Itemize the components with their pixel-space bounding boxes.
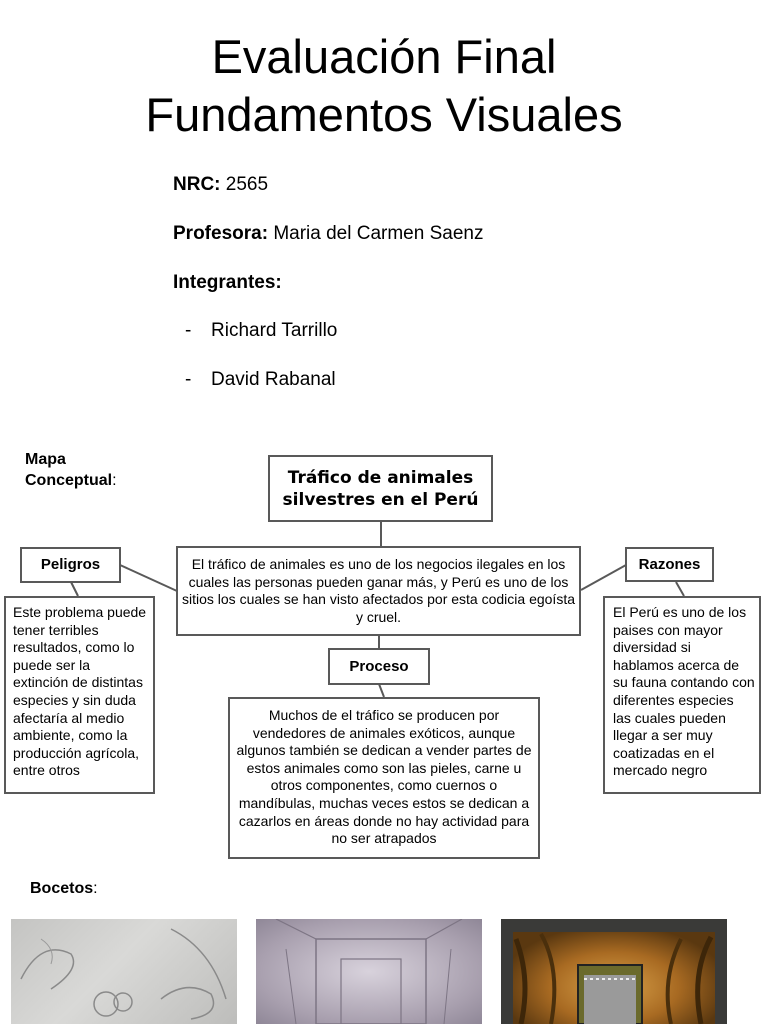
- peligros-heading: Peligros: [40, 556, 101, 574]
- central-description-text: El tráfico de animales es uno de los neg…: [182, 556, 575, 625]
- integrantes-label: Integrantes:: [173, 272, 282, 293]
- sketch-drawing: [20, 928, 227, 1020]
- nrc-label: NRC:: [173, 174, 221, 195]
- member-name: Richard Tarrillo: [211, 320, 338, 341]
- peligros-text-box: Este problema puede tener terribles resu…: [4, 596, 155, 794]
- nrc-value: 2565: [225, 174, 269, 195]
- member-dash: -: [185, 320, 192, 341]
- razones-text: El Perú es uno de los paises con mayor d…: [613, 604, 755, 779]
- sketch-drawing: [275, 919, 463, 1024]
- title-line-2: Fundamentos Visuales: [145, 88, 623, 141]
- proceso-heading: Proceso: [349, 657, 409, 675]
- razones-text-box: El Perú es uno de los paises con mayor d…: [603, 596, 761, 794]
- proceso-text: Muchos de el tráfico se producen por ven…: [236, 707, 532, 847]
- sketch-image-1: [11, 919, 237, 1024]
- peligros-text: Este problema puede tener terribles resu…: [13, 604, 147, 779]
- profesora-label: Profesora:: [173, 223, 269, 244]
- main-topic-line-2: silvestres en el Perú: [282, 489, 479, 510]
- mapa-conceptual-label: Mapa Conceptual:: [25, 451, 117, 489]
- connector-line: [378, 683, 385, 698]
- razones-heading-box: Razones: [625, 547, 714, 582]
- proceso-text-box: Muchos de el tráfico se producen por ven…: [228, 697, 540, 859]
- member-item: -Richard Tarrillo: [185, 320, 337, 342]
- main-topic-box: Tráfico de animales silvestres en el Per…: [268, 455, 493, 522]
- central-description-box: El tráfico de animales es uno de los neg…: [176, 546, 581, 636]
- main-topic-line-1: Tráfico de animales: [287, 467, 474, 488]
- connector-line: [675, 581, 685, 597]
- connector-line: [580, 564, 627, 591]
- connector-line: [119, 564, 178, 592]
- member-name: David Rabanal: [211, 369, 336, 390]
- bocetos-label: Bocetos:: [30, 880, 98, 897]
- sketch-image-3: [501, 919, 727, 1024]
- member-dash: -: [185, 369, 192, 390]
- razones-heading: Razones: [638, 555, 701, 573]
- title-line-1: Evaluación Final: [211, 30, 557, 83]
- sketch-image-2: [256, 919, 482, 1024]
- nrc-row: NRC: 2565: [173, 174, 268, 196]
- proceso-heading-box: Proceso: [328, 648, 430, 685]
- profesora-row: Profesora: Maria del Carmen Saenz: [173, 223, 483, 245]
- connector-line: [70, 581, 79, 597]
- profesora-value: Maria del Carmen Saenz: [273, 223, 484, 244]
- forest-drawing: [513, 933, 714, 1024]
- peligros-heading-box: Peligros: [20, 547, 121, 583]
- member-item: -David Rabanal: [185, 369, 336, 391]
